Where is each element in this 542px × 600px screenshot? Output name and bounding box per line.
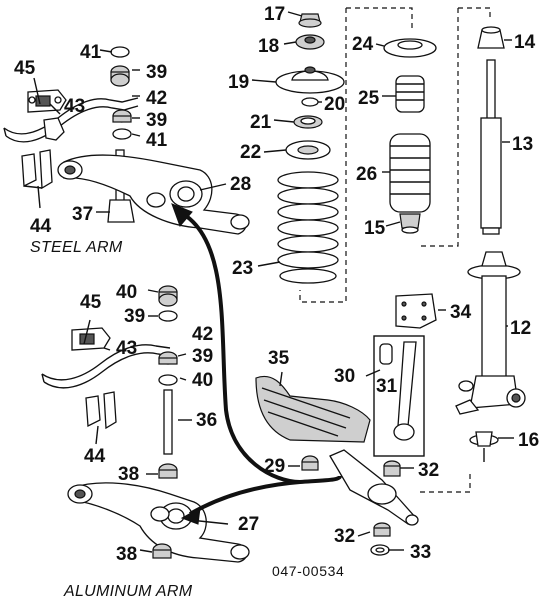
part-number-39-a: 39 bbox=[146, 62, 167, 83]
strut-mount-bracket bbox=[395, 293, 437, 329]
dashed-frame-right bbox=[418, 7, 491, 247]
leader-lines-center bbox=[279, 369, 414, 551]
bushing-32-upper bbox=[383, 460, 401, 477]
part-number-42-upper: 42 bbox=[146, 88, 167, 109]
part-number-19: 19 bbox=[228, 72, 249, 93]
coil-spring bbox=[277, 171, 339, 284]
part-number-32-upper: 32 bbox=[418, 460, 439, 481]
document-number: 047-00534 bbox=[272, 563, 344, 579]
part-number-32-lower: 32 bbox=[334, 526, 355, 547]
part-number-16: 16 bbox=[518, 430, 539, 451]
part-number-43-upper: 43 bbox=[64, 96, 85, 117]
part-number-23: 23 bbox=[232, 258, 253, 279]
part-number-44-lower: 44 bbox=[84, 446, 106, 467]
bushing-32-lower bbox=[373, 522, 391, 537]
stabilizer-bracket-lower bbox=[71, 327, 111, 351]
part-number-18: 18 bbox=[258, 36, 279, 57]
part-number-39-b: 39 bbox=[146, 110, 167, 131]
washer-20 bbox=[301, 97, 319, 107]
part-number-26: 26 bbox=[356, 164, 377, 185]
part-number-45-upper: 45 bbox=[14, 58, 36, 79]
part-number-24: 24 bbox=[352, 34, 374, 55]
dust-boot-seat bbox=[383, 38, 437, 58]
part-number-44-upper: 44 bbox=[30, 216, 52, 237]
leader-lines-column bbox=[251, 11, 401, 267]
part-number-31: 31 bbox=[376, 376, 398, 397]
leader-lines-shock bbox=[502, 39, 512, 143]
shock-absorber bbox=[480, 59, 502, 235]
stabilizer-clamp-upper bbox=[43, 117, 65, 141]
part-number-39-d: 39 bbox=[192, 346, 213, 367]
spring-insulator bbox=[285, 140, 331, 160]
part-number-38-lower: 38 bbox=[116, 544, 137, 565]
steel-arm-caption: STEEL ARM bbox=[30, 239, 123, 256]
part-number-22: 22 bbox=[240, 142, 261, 163]
part-number-25: 25 bbox=[358, 88, 380, 109]
aluminum-arm-caption: ALUMINUM ARM bbox=[63, 583, 193, 600]
part-number-35: 35 bbox=[268, 348, 290, 369]
dashed-frame-lower bbox=[420, 470, 471, 493]
part-number-33: 33 bbox=[410, 542, 431, 563]
part-number-13: 13 bbox=[512, 134, 533, 155]
stabilizer-link-bracket-lower bbox=[85, 391, 117, 430]
part-number-43-lower: 43 bbox=[116, 338, 137, 359]
part-number-38-upper: 38 bbox=[118, 464, 139, 485]
part-number-labels: 45 41 39 43 42 39 41 44 37 28 17 18 19 2… bbox=[14, 4, 539, 565]
strut-assembly bbox=[455, 251, 526, 415]
stabilizer-bracket-upper bbox=[27, 89, 67, 113]
stabilizer-bar-lower bbox=[41, 344, 171, 389]
part-number-40-lower: 40 bbox=[192, 370, 213, 391]
part-number-20: 20 bbox=[324, 94, 345, 115]
part-number-39-c: 39 bbox=[124, 306, 145, 327]
bushing-stack-lower bbox=[158, 285, 178, 386]
leader-lines-aluminum bbox=[83, 289, 229, 553]
part-number-15: 15 bbox=[364, 218, 386, 239]
part-number-17: 17 bbox=[264, 4, 285, 25]
shock-top-nut bbox=[477, 26, 505, 49]
part-number-34: 34 bbox=[450, 302, 472, 323]
spring-seat-upper bbox=[293, 115, 323, 129]
bump-stop bbox=[395, 75, 425, 113]
part-number-21: 21 bbox=[250, 112, 272, 133]
part-number-28: 28 bbox=[230, 174, 251, 195]
lower-control-arm-steel bbox=[57, 154, 250, 235]
part-number-41-lower: 41 bbox=[146, 130, 168, 151]
bump-stop-15 bbox=[399, 213, 421, 234]
washer-33 bbox=[370, 544, 390, 556]
upper-mount-bushing bbox=[295, 34, 325, 50]
upper-mount bbox=[275, 66, 345, 94]
splash-shield bbox=[255, 375, 371, 443]
leader-lines-steel bbox=[33, 49, 227, 213]
part-number-41-upper: 41 bbox=[80, 42, 102, 63]
lower-control-arm-aluminum bbox=[67, 482, 250, 563]
part-number-14: 14 bbox=[514, 32, 536, 53]
part-number-27: 27 bbox=[238, 514, 259, 535]
leader-lines-strut bbox=[438, 309, 514, 439]
interchange-arrow bbox=[171, 203, 342, 525]
strut-rod-lower bbox=[158, 389, 178, 479]
part-number-12: 12 bbox=[510, 318, 531, 339]
dust-boot bbox=[389, 133, 431, 213]
control-link-frame bbox=[373, 335, 425, 457]
part-number-30: 30 bbox=[334, 366, 355, 387]
part-number-29: 29 bbox=[264, 456, 285, 477]
bushing-29 bbox=[301, 455, 319, 471]
dashed-frame-left bbox=[299, 7, 413, 303]
part-number-45-lower: 45 bbox=[80, 292, 102, 313]
bushing-stack-upper bbox=[110, 46, 132, 140]
part-number-37: 37 bbox=[72, 204, 93, 225]
stabilizer-link-bracket-upper bbox=[21, 149, 53, 190]
upper-link-arm bbox=[329, 449, 419, 526]
bump-stop-cap bbox=[298, 13, 322, 28]
part-number-36: 36 bbox=[196, 410, 217, 431]
ball-joint bbox=[469, 431, 499, 462]
part-number-42-lower: 42 bbox=[192, 324, 213, 345]
part-number-40-upper: 40 bbox=[116, 282, 137, 303]
